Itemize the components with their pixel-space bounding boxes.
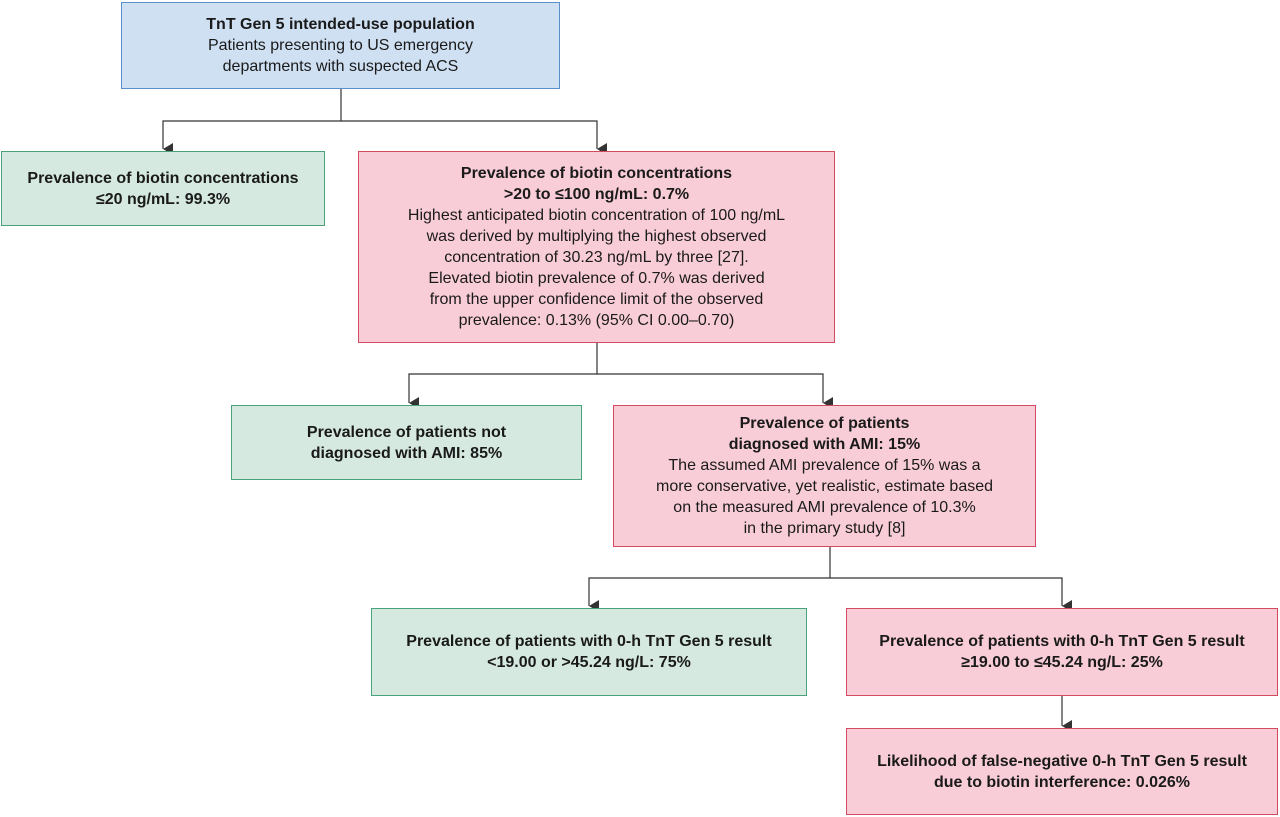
ami-line: in the primary study [8] [743, 520, 906, 537]
biotin-low-title: Prevalence of biotin concentrations [27, 169, 299, 187]
biotin-low-title: ≤20 ng/mL: 99.3% [95, 190, 231, 208]
biotin-high-title: >20 to ≤100 ng/mL: 0.7% [503, 186, 690, 203]
ami-box: Prevalence of patients diagnosed with AM… [613, 405, 1036, 547]
biotin-high-line: concentration of 30.23 ng/mL by three [2… [444, 249, 749, 266]
connector-biotin-high-right [597, 373, 833, 409]
connector-ami-right [830, 577, 1072, 612]
population-box: TnT Gen 5 intended-use population Patien… [121, 2, 560, 89]
tnt-outside-title: <19.00 or >45.24 ng/L: 75% [487, 654, 691, 671]
ami-line: on the measured AMI prevalence of 10.3% [673, 499, 976, 516]
connector-biotin-high [408, 343, 598, 409]
tnt-inside-title: Prevalence of patients with 0-h TnT Gen … [879, 633, 1245, 650]
false-negative-title: due to biotin interference: 0.026% [933, 773, 1191, 791]
tnt-outside-box: Prevalence of patients with 0-h TnT Gen … [371, 608, 807, 696]
biotin-high-line: Highest anticipated biotin concentration… [407, 207, 786, 224]
ami-line: The assumed AMI prevalence of 15% was a [668, 457, 981, 474]
connector-population [162, 89, 342, 155]
biotin-low-box: Prevalence of biotin concentrations ≤20 … [1, 151, 325, 226]
ami-line: more conservative, yet realistic, estima… [655, 478, 994, 495]
false-negative-title: Likelihood of false-negative 0-h TnT Gen… [877, 752, 1247, 770]
ami-title: diagnosed with AMI: 15% [728, 436, 921, 453]
not-ami-title: diagnosed with AMI: 85% [310, 444, 503, 462]
false-negative-box: Likelihood of false-negative 0-h TnT Gen… [846, 728, 1278, 815]
tnt-outside-title: Prevalence of patients with 0-h TnT Gen … [406, 633, 772, 650]
biotin-high-title: Prevalence of biotin concentrations [460, 165, 733, 182]
connector-ami [588, 547, 831, 612]
tnt-inside-title: ≥19.00 to ≤45.24 ng/L: 25% [961, 654, 1163, 671]
ami-title: Prevalence of patients [739, 415, 910, 432]
biotin-high-box: Prevalence of biotin concentrations >20 … [358, 151, 835, 343]
population-line: departments with suspected ACS [222, 58, 459, 75]
not-ami-box: Prevalence of patients not diagnosed wit… [231, 405, 582, 480]
tnt-inside-box: Prevalence of patients with 0-h TnT Gen … [846, 608, 1278, 696]
biotin-high-line: from the upper confidence limit of the o… [429, 291, 764, 308]
biotin-high-line: Elevated biotin prevalence of 0.7% was d… [428, 270, 765, 287]
biotin-high-line: was derived by multiplying the highest o… [426, 228, 767, 245]
population-title: TnT Gen 5 intended-use population [206, 16, 475, 33]
population-line: Patients presenting to US emergency [207, 37, 474, 54]
biotin-high-line: prevalence: 0.13% (95% CI 0.00–0.70) [458, 312, 735, 329]
not-ami-title: Prevalence of patients not [306, 423, 507, 441]
connector-population-right [341, 120, 607, 155]
